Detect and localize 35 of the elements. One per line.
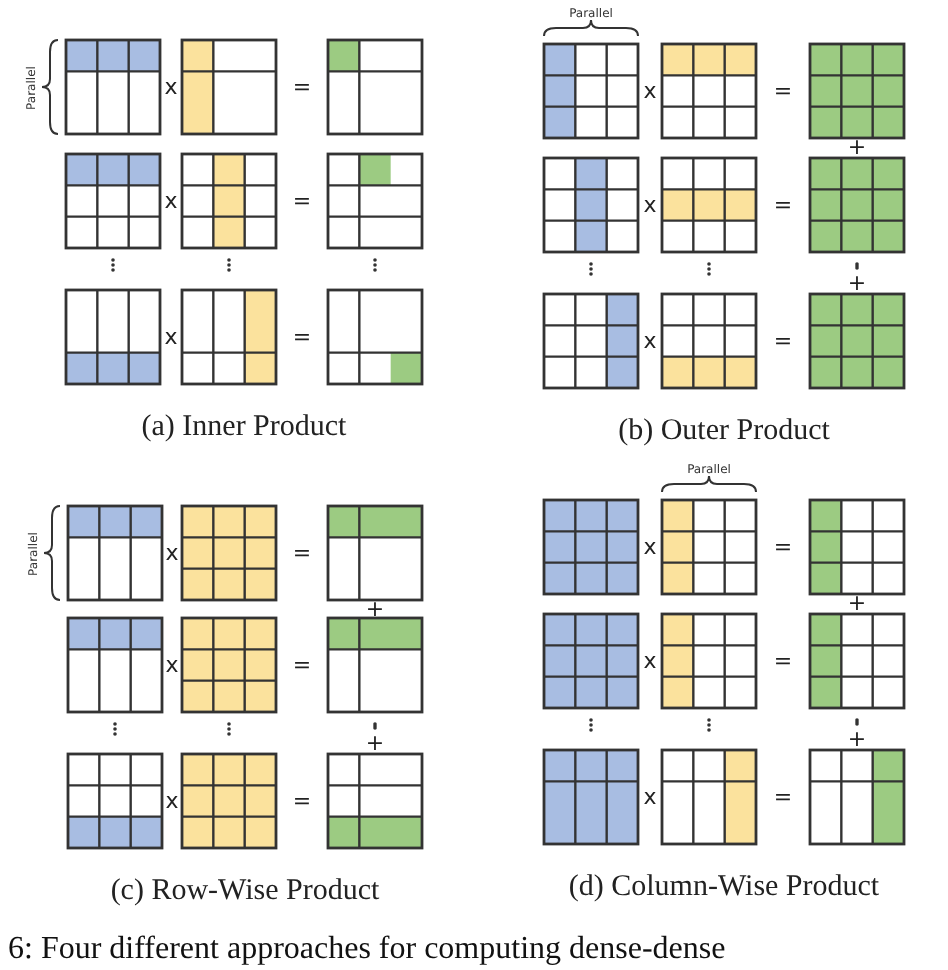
multiply-sign: x <box>643 649 657 673</box>
multiply-sign: x <box>643 535 657 559</box>
subfigure-caption: (a) Inner Product <box>141 411 347 445</box>
equals-sign: = <box>773 79 793 103</box>
plus-sign: + <box>847 592 867 616</box>
equals-sign: = <box>773 535 793 559</box>
plus-sign: + <box>847 136 867 160</box>
subfigure-caption: (b) Outer Product <box>618 415 830 449</box>
subfigure-caption: (d) Column-Wise Product <box>568 871 880 905</box>
equals-sign: = <box>292 789 312 813</box>
multiply-sign: x <box>165 541 179 565</box>
multiply-sign: x <box>165 653 179 677</box>
equals-sign: = <box>292 541 312 565</box>
multiply-sign: x <box>164 189 178 213</box>
multiply-sign: x <box>643 79 657 103</box>
multiply-sign: x <box>643 329 657 353</box>
equals-sign: = <box>292 189 312 213</box>
multiply-sign: x <box>643 785 657 809</box>
equals-sign: = <box>773 649 793 673</box>
plus-sign: + <box>365 597 385 621</box>
figure-caption: 6: Four different approaches for computing dense-dense <box>8 932 726 968</box>
plus-sign: + <box>847 272 867 296</box>
equals-sign: = <box>292 75 312 99</box>
equals-sign: = <box>773 785 793 809</box>
plus-sign: + <box>847 728 867 752</box>
multiply-sign: x <box>164 75 178 99</box>
multiply-sign: x <box>643 193 657 217</box>
equals-sign: = <box>773 193 793 217</box>
multiply-sign: x <box>164 325 178 349</box>
subfigure-caption: (c) Row-Wise Product <box>110 875 380 909</box>
plus-sign: + <box>365 732 385 756</box>
equals-sign: = <box>292 653 312 677</box>
equals-sign: = <box>773 329 793 353</box>
multiply-sign: x <box>165 789 179 813</box>
equals-sign: = <box>292 325 312 349</box>
